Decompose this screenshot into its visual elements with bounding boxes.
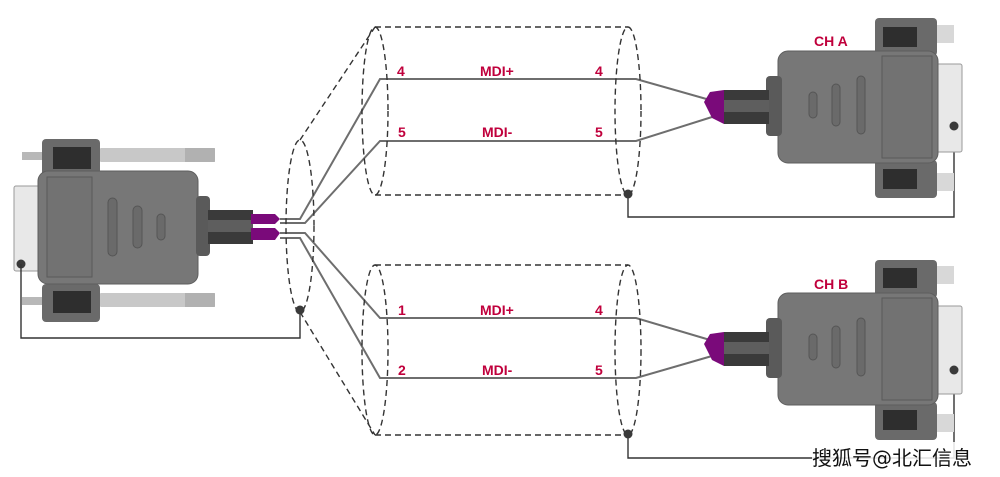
cha-channel-label: CH A — [814, 33, 848, 49]
wire-chb-mdi-minus — [280, 237, 713, 379]
cha-shield-right — [614, 26, 642, 196]
cha-ground-point — [949, 121, 959, 131]
chb-wire2-signal: MDI- — [482, 362, 513, 378]
left-shield-drain-point — [295, 305, 305, 315]
chb-ground-point — [949, 365, 959, 375]
cha-shield-left — [361, 26, 389, 196]
chb-channel-label: CH B — [814, 276, 848, 292]
cha-wire1-right-pin: 4 — [595, 63, 603, 79]
chb-wire1-signal: MDI+ — [480, 302, 514, 318]
left-strain-relief — [196, 196, 210, 256]
wire-cha-mdi-minus — [280, 116, 713, 224]
cha-wire2-left-pin: 5 — [398, 124, 406, 140]
chb-wire2-right-pin: 5 — [595, 362, 603, 378]
cha-cable-boot — [704, 90, 724, 124]
wire-cha-mdi-plus — [280, 78, 711, 220]
chb-shield-drain-point — [623, 429, 633, 439]
wire-chb-mdi-plus — [280, 232, 711, 341]
chb-wire1-right-pin: 4 — [595, 302, 603, 318]
left-bundle-shield — [285, 139, 315, 313]
chb-wire2-left-pin: 2 — [398, 362, 406, 378]
cha-dsub-connector — [704, 18, 963, 198]
cha-shield-drain-point — [623, 189, 633, 199]
chb-shield-left — [361, 264, 389, 436]
cha-wire1-left-pin: 4 — [397, 63, 405, 79]
left-dsub-connector — [13, 139, 280, 322]
shields — [285, 26, 642, 436]
cha-wire1-signal: MDI+ — [480, 63, 514, 79]
left-pair-boot-bottom — [251, 228, 280, 240]
wires — [280, 78, 713, 379]
chb-wire1-left-pin: 1 — [398, 302, 406, 318]
chb-shield-right — [614, 264, 642, 436]
cha-wire2-signal: MDI- — [482, 124, 513, 140]
chb-cable-boot — [704, 332, 724, 366]
watermark: 搜狐号@北汇信息 — [812, 442, 972, 471]
left-screw-top-back — [22, 152, 42, 160]
cha-wire2-right-pin: 5 — [595, 124, 603, 140]
left-screw-bottom-back — [22, 297, 42, 305]
chb-dsub-connector — [704, 260, 963, 440]
cha-ground-line — [627, 126, 955, 218]
left-ground-line — [20, 264, 301, 339]
left-pair-boot-top — [251, 214, 280, 224]
